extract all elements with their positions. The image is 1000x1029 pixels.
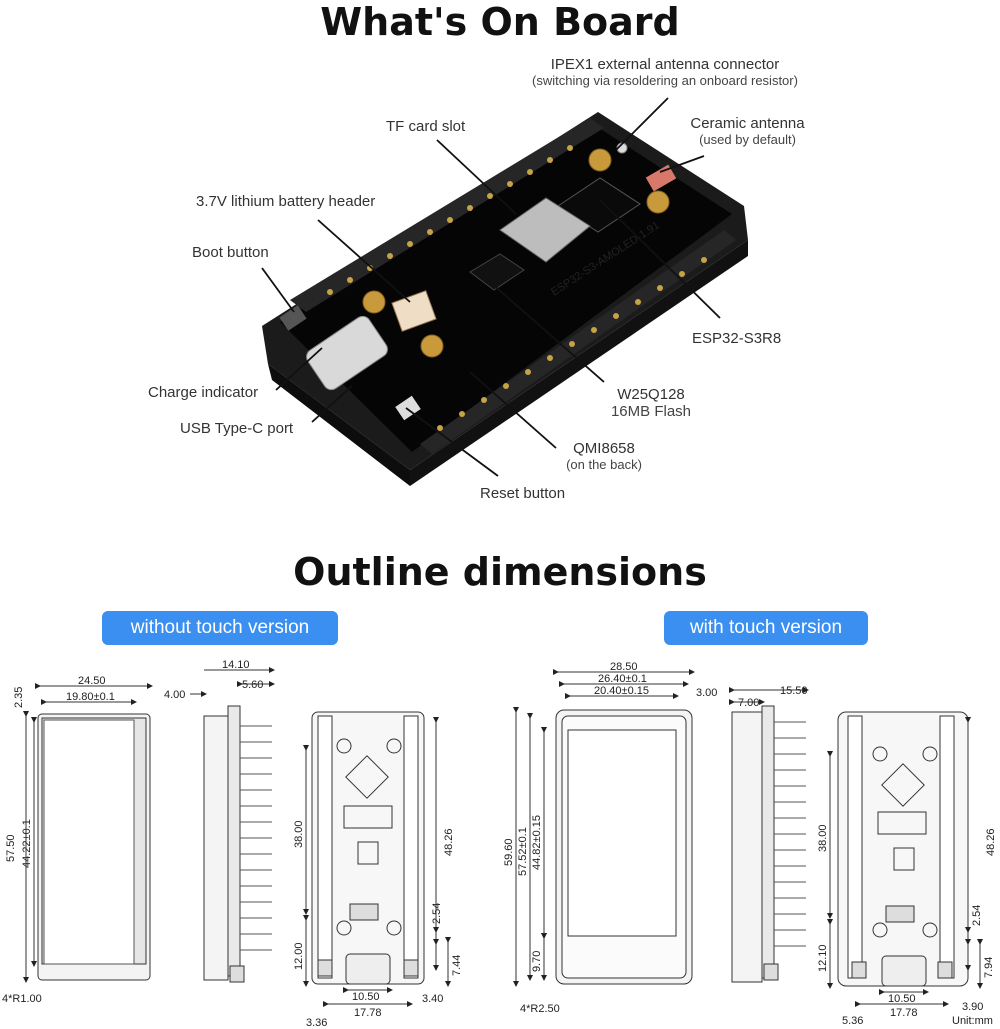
boot-btn-shape bbox=[279, 305, 307, 331]
wo-w-336: 3.36 bbox=[306, 1017, 327, 1029]
wt-h-4826: 48.26 bbox=[985, 828, 997, 856]
version-tag-with-touch: with touch version bbox=[664, 611, 868, 645]
version-tag-without-touch: without touch version bbox=[102, 611, 338, 645]
tf-slot bbox=[499, 197, 591, 263]
wt-h-1210: 12.10 bbox=[817, 944, 829, 972]
wo-h-744: 7.44 bbox=[451, 955, 463, 976]
wo-w-340: 3.40 bbox=[422, 993, 443, 1005]
wt-w-1050: 10.50 bbox=[888, 993, 916, 1005]
flash-chip bbox=[469, 253, 525, 291]
wt-w-inner: 20.40±0.15 bbox=[594, 685, 649, 697]
wt-h-mid: 57.52±0.1 bbox=[517, 827, 529, 876]
wt-w-536: 5.36 bbox=[842, 1015, 863, 1027]
without-back-view bbox=[303, 711, 451, 1007]
wt-h-38: 38.00 bbox=[817, 824, 829, 852]
tf-card-callout: TF card slot bbox=[386, 118, 466, 135]
reset-btn-shape bbox=[395, 395, 421, 421]
wo-w-1050: 10.50 bbox=[352, 991, 380, 1003]
wo-d-step: 4.00 bbox=[164, 689, 185, 701]
boot-button-callout: Boot button bbox=[192, 244, 269, 261]
wo-w-outer: 24.50 bbox=[78, 675, 106, 687]
reset-button-callout: Reset button bbox=[480, 485, 566, 502]
wo-h-254: 2.54 bbox=[431, 903, 443, 924]
with-back-view bbox=[827, 711, 983, 1007]
wo-h-4826: 48.26 bbox=[443, 828, 455, 856]
wo-d-pin: 5.60 bbox=[242, 679, 263, 691]
wo-top-gap: 2.35 bbox=[13, 687, 25, 708]
wt-top-gap: 3.00 bbox=[696, 687, 717, 699]
wt-h-inner: 44.82±0.15 bbox=[531, 815, 543, 870]
wt-w-mid: 26.40±0.1 bbox=[598, 673, 647, 685]
wo-h-12: 12.00 bbox=[293, 942, 305, 970]
wt-w-390: 3.90 bbox=[962, 1001, 983, 1013]
header-pads bbox=[327, 145, 707, 431]
wo-radius: 4*R1.00 bbox=[2, 993, 42, 1005]
esp-callout: ESP32-S3R8 bbox=[692, 330, 782, 347]
charge-indicator-callout: Charge indicator bbox=[148, 384, 259, 401]
outline-title: Outline dimensions bbox=[293, 550, 707, 594]
leader-lines bbox=[261, 97, 721, 477]
wt-w-1778: 17.78 bbox=[890, 1007, 918, 1019]
wo-h-38: 38.00 bbox=[293, 820, 305, 848]
wt-d-700: 7.00 bbox=[738, 697, 759, 709]
without-front-view bbox=[23, 683, 153, 983]
standoffs bbox=[362, 148, 670, 358]
ipex-callout: IPEX1 external antenna connector (switch… bbox=[532, 56, 798, 88]
wt-depth: 15.50 bbox=[780, 685, 808, 697]
with-side-view bbox=[729, 687, 809, 983]
wt-h-794: 7.94 bbox=[983, 957, 995, 978]
with-front-view bbox=[513, 669, 695, 987]
without-side-view bbox=[190, 667, 275, 983]
battery-header bbox=[391, 290, 437, 332]
wt-h-970: 9.70 bbox=[531, 951, 543, 972]
flash-callout: W25Q128 16MB Flash bbox=[610, 386, 692, 420]
wt-h-outer: 59.60 bbox=[503, 838, 515, 866]
wt-w-outer: 28.50 bbox=[610, 661, 638, 673]
battery-callout: 3.7V lithium battery header bbox=[196, 193, 376, 210]
board-title: What's On Board bbox=[320, 0, 680, 44]
usb-c-port bbox=[306, 315, 388, 391]
wt-h-254: 2.54 bbox=[971, 905, 983, 926]
ceramic-antenna-callout: Ceramic antenna (used by default) bbox=[690, 115, 805, 147]
wo-w-inner: 19.80±0.1 bbox=[66, 691, 115, 703]
usb-port-callout: USB Type-C port bbox=[180, 420, 294, 437]
unit-label: Unit:mm bbox=[952, 1015, 993, 1027]
qmi-callout: QMI8658 (on the back) bbox=[566, 440, 642, 472]
wo-depth: 14.10 bbox=[222, 659, 250, 671]
wo-h-inner: 44.22±0.1 bbox=[21, 819, 33, 868]
wt-radius: 4*R2.50 bbox=[520, 1003, 560, 1015]
wo-w-1778: 17.78 bbox=[354, 1007, 382, 1019]
wo-h-outer: 57.50 bbox=[5, 834, 17, 862]
ceramic-antenna bbox=[645, 164, 677, 192]
